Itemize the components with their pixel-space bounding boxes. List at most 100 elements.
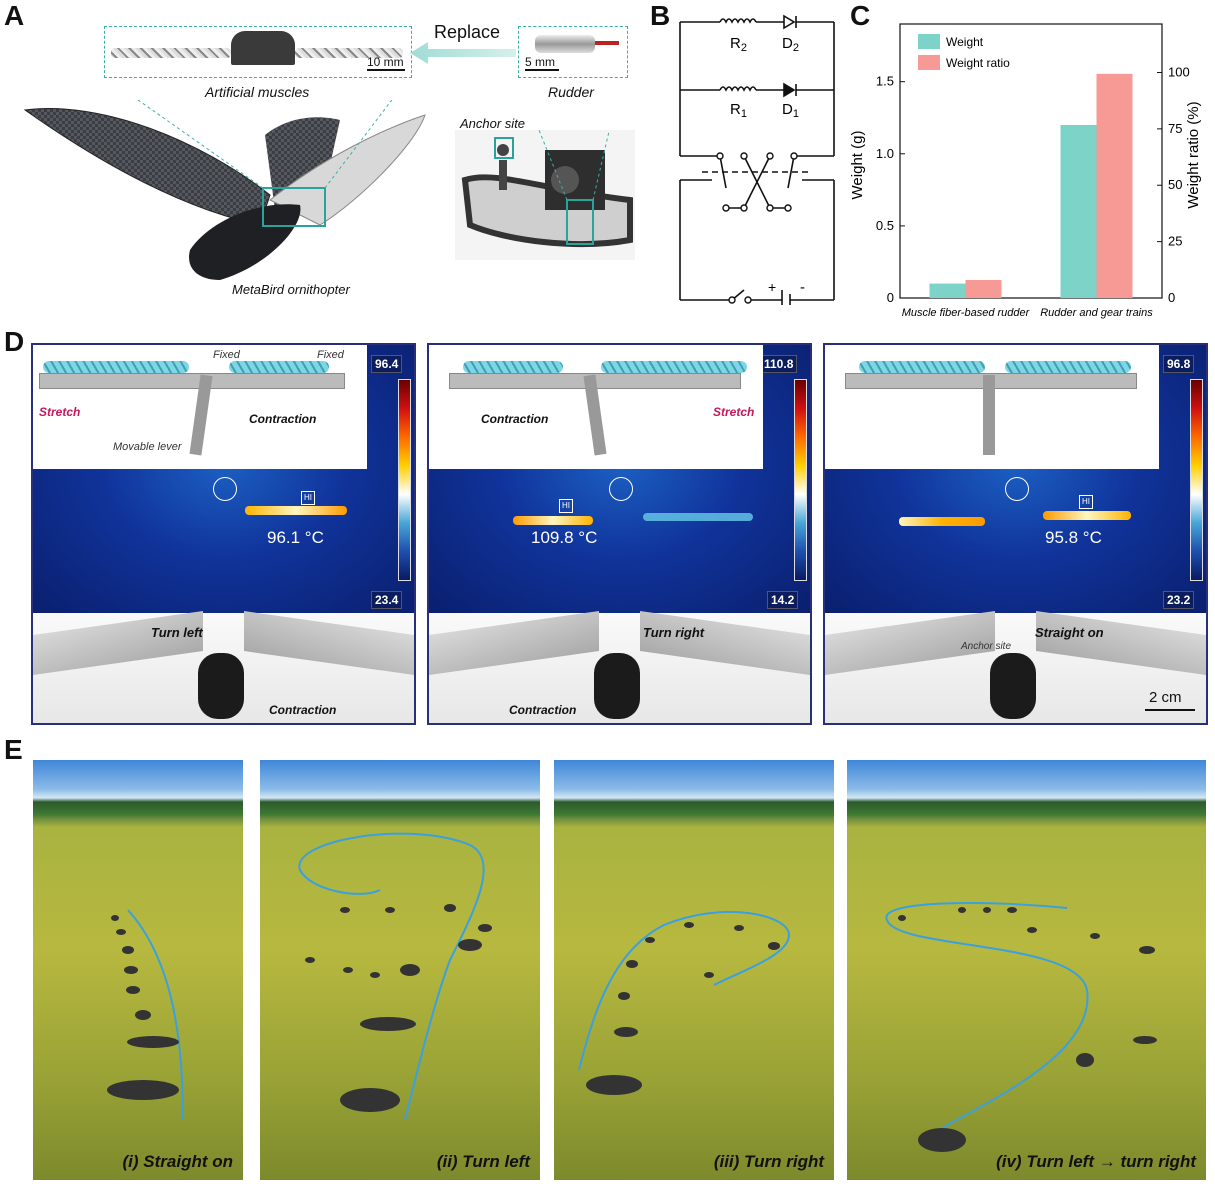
highlight-box bbox=[262, 187, 326, 227]
muscle-coil-left bbox=[463, 361, 563, 373]
left-wing bbox=[429, 611, 599, 675]
ornithopter-caption: MetaBird ornithopter bbox=[232, 282, 350, 297]
y-tick-label: 1.0 bbox=[876, 146, 894, 161]
panel-label-b: B bbox=[650, 0, 671, 31]
resistor-r1 bbox=[719, 86, 757, 92]
panel-label-e: E bbox=[4, 734, 23, 765]
flight-caption: (i) Straight on bbox=[122, 1152, 233, 1171]
colorbar-min: 23.4 bbox=[371, 591, 403, 609]
left-wing bbox=[33, 611, 203, 675]
muscle-scale-label: 10 mm bbox=[367, 55, 404, 69]
rudder-wire bbox=[595, 41, 619, 45]
circuit-diagram: R2 D2 R1 D1 + - bbox=[679, 14, 835, 305]
hi-marker: HI bbox=[1079, 495, 1093, 509]
scale-label: 2 cm bbox=[1149, 689, 1182, 706]
svg-text:+: + bbox=[768, 279, 776, 295]
muscle-schematic: Stretch Contraction Fixed Fixed Movable … bbox=[33, 345, 367, 469]
ornithopter-body bbox=[594, 653, 640, 719]
stretch-label: Stretch bbox=[39, 405, 81, 419]
scale-bar bbox=[525, 69, 559, 71]
ornithopter-wing-photo: Anchor site Straight on 2 cm bbox=[825, 611, 1206, 723]
anchor-site-label: Anchor site bbox=[961, 641, 1012, 652]
flight-panel-straight-on: (i) Straight on bbox=[33, 760, 243, 1180]
right-wing bbox=[244, 611, 414, 675]
rudder-caption: Rudder bbox=[548, 84, 594, 100]
thermal-panel-turn-right: HI 109.8 °C 110.8 14.2 Contraction Stret… bbox=[427, 343, 812, 725]
panel-label-d: D bbox=[4, 326, 25, 357]
y-tick-label-right: 50 bbox=[1168, 177, 1182, 192]
svg-text:D1: D1 bbox=[782, 101, 799, 120]
colorbar-max: 110.8 bbox=[760, 355, 798, 373]
legend-label: Weight bbox=[946, 35, 984, 49]
legend-swatch bbox=[918, 34, 940, 49]
flight-caption: (iii) Turn right bbox=[713, 1152, 824, 1171]
scale-bar bbox=[1145, 709, 1195, 711]
resistor-r2 bbox=[719, 18, 757, 24]
flight-panel-turn-left: (ii) Turn left bbox=[260, 760, 540, 1180]
contraction-label: Contraction bbox=[249, 412, 317, 426]
right-wing bbox=[1036, 611, 1206, 675]
muscle-fiber-left bbox=[111, 48, 231, 58]
rudder-scale-label: 5 mm bbox=[525, 55, 555, 69]
panel-label-a: A bbox=[4, 0, 25, 31]
flight-caption: (ii) Turn left bbox=[436, 1152, 530, 1171]
flight-trajectory bbox=[885, 902, 1157, 1152]
muscle-coil-left bbox=[43, 361, 189, 373]
colorbar-min: 14.2 bbox=[767, 591, 799, 609]
y-tick-label-right: 75 bbox=[1168, 121, 1182, 136]
thermal-panel-turn-left: HI 96.1 °C 96.4 23.4 Stretch Contraction… bbox=[31, 343, 416, 725]
temperature-readout: 96.1 °C bbox=[267, 528, 324, 547]
y-axis-label: Weight (g) bbox=[850, 131, 866, 200]
colorbar-min: 23.2 bbox=[1163, 591, 1195, 609]
crosshair-icon bbox=[609, 477, 633, 501]
replace-arrow bbox=[410, 42, 516, 64]
action-label: Turn right bbox=[643, 625, 705, 640]
y-tick-label: 1.5 bbox=[876, 74, 894, 89]
muscle-coil-right bbox=[229, 361, 329, 373]
muscle-coil-right bbox=[601, 361, 747, 373]
artificial-muscles-caption: Artificial muscles bbox=[205, 84, 310, 100]
crosshair-icon bbox=[1005, 477, 1029, 501]
category-label: Muscle fiber-based rudder bbox=[902, 307, 1031, 319]
fixed-label: Fixed bbox=[213, 349, 240, 361]
hi-marker: HI bbox=[559, 499, 573, 513]
right-wing bbox=[640, 611, 810, 675]
ornithopter-wing-photo: Turn left Contraction bbox=[33, 611, 414, 723]
colorbar-max: 96.8 bbox=[1163, 355, 1195, 373]
rudder-gear-photo bbox=[455, 130, 635, 260]
contraction-label: Contraction bbox=[509, 703, 577, 717]
diode-d1 bbox=[783, 82, 796, 98]
bar bbox=[1096, 73, 1133, 298]
ornithopter-body bbox=[198, 653, 244, 719]
y-tick-label-right: 0 bbox=[1168, 290, 1175, 305]
ornithopter-photo bbox=[23, 100, 426, 280]
flight-trajectory bbox=[107, 909, 184, 1121]
muscle-fiber-right bbox=[295, 48, 403, 58]
muscle-schematic bbox=[825, 345, 1159, 469]
svg-text:R1: R1 bbox=[730, 101, 747, 120]
heated-muscle-fiber bbox=[1043, 511, 1131, 520]
rudder-inset: 5 mm bbox=[518, 26, 628, 78]
ornithopter-wing-photo: Turn right Contraction bbox=[429, 611, 810, 723]
scale-bar bbox=[367, 69, 405, 71]
y-axis-label-right: Weight ratio (%) bbox=[1185, 101, 1202, 208]
artificial-muscle-inset: 10 mm bbox=[104, 26, 412, 78]
y-tick-label-right: 100 bbox=[1168, 64, 1190, 79]
contraction-label: Contraction bbox=[481, 412, 549, 426]
flight-trajectory bbox=[298, 832, 492, 1121]
rudder-motor bbox=[535, 35, 595, 53]
fixed-label: Fixed bbox=[317, 349, 344, 361]
y-tick-label-right: 25 bbox=[1168, 234, 1182, 249]
category-label: Rudder and gear trains bbox=[1040, 307, 1153, 319]
legend-swatch bbox=[918, 55, 940, 70]
diode-d2 bbox=[783, 14, 796, 30]
heated-muscle-fiber bbox=[513, 516, 593, 525]
plot-frame bbox=[899, 23, 1163, 299]
temperature-colorbar bbox=[794, 379, 807, 581]
flight-trajectory bbox=[578, 910, 791, 1095]
muscle-coil-right bbox=[1005, 361, 1131, 373]
replace-label: Replace bbox=[434, 22, 501, 42]
crosshair-icon bbox=[213, 477, 237, 501]
y-tick-label: 0.5 bbox=[876, 218, 894, 233]
heated-muscle-fiber bbox=[899, 517, 985, 526]
